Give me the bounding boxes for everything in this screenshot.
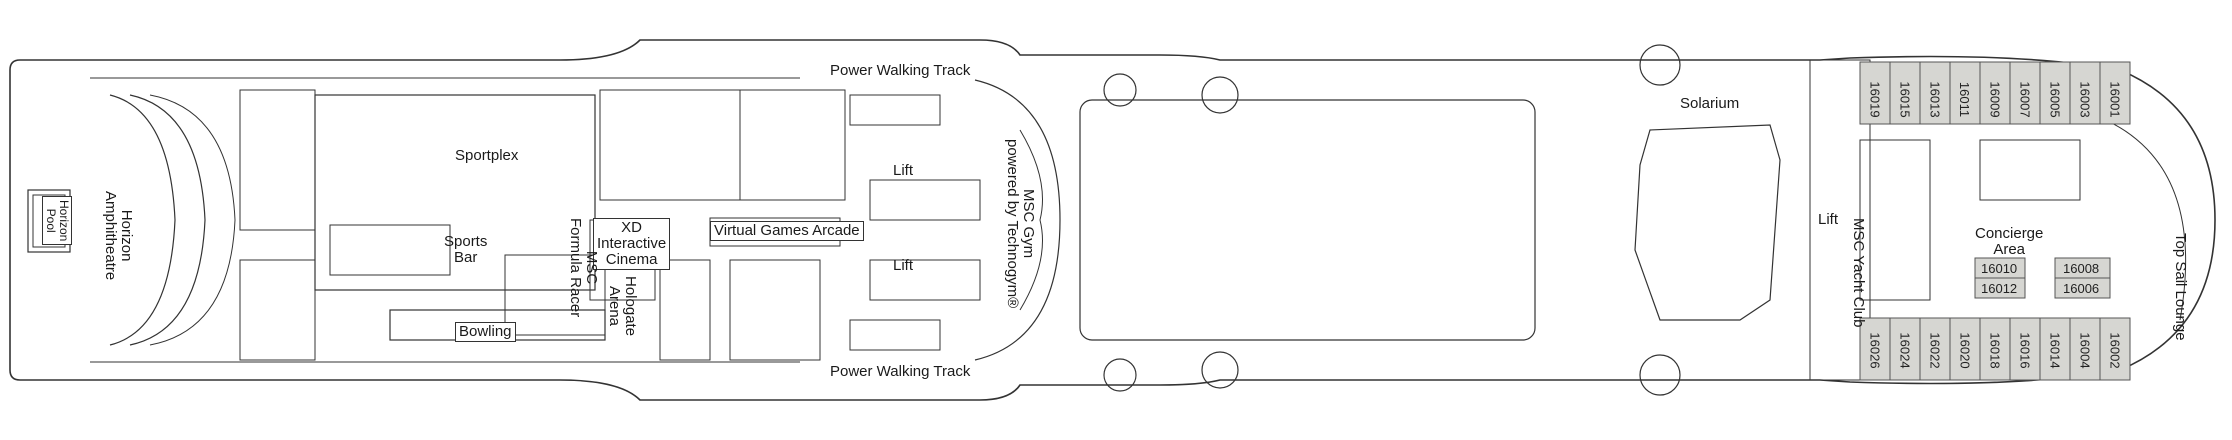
cabin-top-6: 16007 <box>2017 81 2033 118</box>
cabin-top-2: 16015 <box>1897 81 1913 118</box>
cabin-bottom-5: 16018 <box>1987 332 2003 369</box>
msc-gym-label: MSC Gym powered by Technogym® <box>1004 139 1037 309</box>
cabin-inner-left-2: 16012 <box>1981 281 2018 296</box>
cabin-top-3: 16013 <box>1927 81 1943 118</box>
sportplex-label: Sportplex <box>455 147 519 164</box>
cabin-bottom-2: 16024 <box>1897 332 1913 369</box>
solarium-label: Solarium <box>1680 95 1740 112</box>
msc-yacht-club-label: MSC Yacht Club <box>1850 218 1867 328</box>
cabin-bottom-7: 16014 <box>2047 332 2063 369</box>
cabin-top-7: 16005 <box>2047 81 2063 118</box>
horizon-amphitheatre-label: Horizon Amphitheatre <box>102 191 135 281</box>
cabin-bottom-1: 16026 <box>1867 332 1883 369</box>
cabin-inner-right-2: 16006 <box>2063 281 2100 296</box>
cabin-bottom-6: 16016 <box>2017 332 2033 369</box>
lift-yacht-label: Lift <box>1818 211 1839 228</box>
msc-formula-racer-label: MSC Formula Racer <box>567 218 600 318</box>
cabin-top-8: 16003 <box>2077 81 2093 118</box>
hull-outline <box>9 39 2216 401</box>
cabin-bottom-9: 16002 <box>2107 332 2123 369</box>
cabin-block-top <box>1859 61 2131 125</box>
cabin-top-4: 16011 <box>1957 81 1973 118</box>
cabin-inner-left-1: 16010 <box>1981 261 2018 276</box>
lift-lower-label: Lift <box>893 257 914 274</box>
cabin-inner-right-1: 16008 <box>2063 261 2100 276</box>
cabin-top-1: 16019 <box>1867 81 1883 118</box>
cabin-top-9: 16001 <box>2107 81 2123 118</box>
cabin-top-5: 16009 <box>1987 81 2003 118</box>
horizon-pool-label: Horizon Pool <box>42 196 72 246</box>
virtual-games-arcade-label: Virtual Games Arcade <box>710 221 864 241</box>
cabin-block-bottom <box>1859 317 2131 381</box>
cabin-bottom-8: 16004 <box>2077 332 2093 369</box>
sports-bar-label: Sports Bar <box>444 233 488 266</box>
lift-upper-label: Lift <box>893 162 914 179</box>
hologate-arena-label: Hologate Arena <box>606 276 639 337</box>
bowling-label: Bowling <box>455 322 516 342</box>
top-sail-lounge-label: Top Sail Lounge <box>2172 233 2189 341</box>
cabin-bottom-4: 16020 <box>1957 332 1973 369</box>
xd-cinema-label: XD Interactive Cinema <box>593 218 671 270</box>
concierge-area-label: Concierge Area <box>1975 225 2044 258</box>
power-walking-track-bottom: Power Walking Track <box>830 363 971 380</box>
cabin-bottom-3: 16022 <box>1927 332 1943 369</box>
power-walking-track-top: Power Walking Track <box>830 62 971 79</box>
